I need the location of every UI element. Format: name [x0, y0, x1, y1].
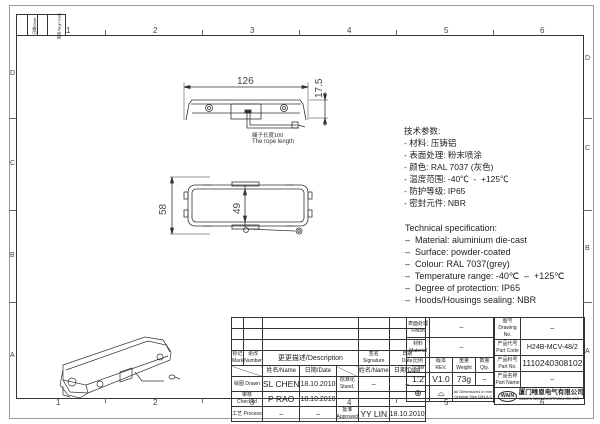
- zone-row-d-right: D: [585, 55, 591, 62]
- process-name: –: [261, 406, 301, 422]
- side-width-dim: 126: [237, 76, 254, 87]
- material-label: 材料 Material: [406, 337, 430, 358]
- spec-en-item: – Material: aluminium die-cast: [405, 235, 528, 245]
- zone-col-3-top: 3: [250, 26, 255, 35]
- zone-col-1-bottom: 1: [56, 398, 61, 407]
- part-properties-table: 表面处理 Finish – 材料 Material – 比例 Scale 版本 …: [406, 317, 494, 402]
- rev-value: V1.0: [429, 372, 453, 386]
- spec-cn-item: - 材料: 压铸铝: [404, 138, 457, 148]
- number-header: 更改 Number: [243, 350, 263, 366]
- projection-symbol-icon: ⊕: [406, 385, 430, 402]
- approved-date: 18.10.2010: [388, 406, 426, 422]
- zone-row-c-left: C: [10, 160, 16, 167]
- drawing-no-value: –: [520, 317, 585, 340]
- part-name-value: –: [520, 371, 585, 388]
- dimension-note: All Dimensions in mm Original Size DIN A…: [452, 385, 494, 402]
- company-logo: WAIN: [498, 390, 518, 402]
- company-block: WAIN 厦门唯恩电气有限公司 XIAMEN WAIN ELECTRICAL C…: [494, 387, 585, 405]
- zone-row-d-left: D: [10, 70, 16, 77]
- spec-en-item: – Degree of protection: IP65: [405, 283, 521, 293]
- projection-cone-icon: ⌓: [429, 385, 453, 402]
- scale-value: 1:2: [406, 372, 430, 386]
- approved-role: 批准 Approved: [335, 406, 359, 422]
- spec-cn-title: 技术参数:: [404, 126, 441, 136]
- finish-value: –: [429, 317, 494, 338]
- stand-name: –: [357, 376, 390, 392]
- company-name-en: XIAMEN WAIN ELECTRICAL CO.,LTD: [518, 397, 580, 401]
- zone-row-c-right: C: [585, 145, 591, 152]
- spec-en-item: – Surface: powder-coated: [405, 247, 511, 257]
- empty-name: [357, 391, 390, 407]
- spec-en-item: – Hoods/Housings sealing: NBR: [405, 295, 537, 305]
- drawn-date: 18.10.2010: [299, 376, 337, 392]
- process-role: 工艺 Process: [231, 406, 263, 422]
- spec-en-item: – Temperature range: -40℃ – +125℃: [405, 271, 565, 281]
- spec-cn-item: - 颜色: RAL 7037 (灰色): [404, 162, 494, 172]
- revision-signature-table: 标记 Mark 更改 Number 更更描述/Description 签名 Si…: [230, 317, 426, 422]
- qty-value: –: [475, 372, 494, 386]
- checked-role: 审核 Checked: [231, 391, 263, 407]
- zone-col-2-top: 2: [153, 26, 158, 35]
- description-header: 更更描述/Description: [261, 350, 359, 366]
- date-col-header: 日期/Date: [299, 365, 337, 377]
- checked-name: P RAO: [261, 391, 301, 407]
- drawing-no-label: 图号 Drawing No.: [494, 317, 521, 340]
- spec-en-item: – Colour: RAL 7037(grey): [405, 259, 510, 269]
- zone-col-5-bottom: 5: [444, 398, 449, 407]
- spec-cn-item: - 温度范围: -40℃ - +125℃: [404, 174, 509, 184]
- zone-row-b-left: B: [10, 252, 15, 259]
- scale-label: 比例 Scale: [406, 357, 430, 373]
- part-no-label: 产品料号 Part No.: [494, 355, 521, 372]
- spec-en-title: Technical specification:: [405, 223, 498, 233]
- spec-cn-item: - 表面处理: 粉末喷涂: [404, 150, 482, 160]
- rope-length-en-label: The rope length: [252, 139, 295, 145]
- signature-header: 签名 Signature: [357, 350, 390, 366]
- zone-col-4-top: 4: [347, 26, 352, 35]
- zone-col-5-top: 5: [444, 26, 449, 35]
- rev-label: 版本 REV.: [429, 357, 453, 373]
- zone-col-1-top: 1: [66, 26, 71, 35]
- mark-header: 标记 Mark: [230, 350, 245, 366]
- rope-length-cn-label: 绳子长度100: [252, 133, 284, 139]
- drawn-name: SL CHEN: [261, 376, 301, 392]
- part-no-value: 1110240308102: [520, 355, 585, 372]
- zone-row-a-left: A: [10, 352, 15, 359]
- material-value: –: [429, 337, 494, 358]
- part-name-label: 产品名称 Part Name: [494, 371, 521, 388]
- approved-name: YY LIN: [357, 406, 390, 422]
- finish-label: 表面处理 Finish: [406, 317, 430, 338]
- drawing-info-table: 图号 Drawing No. – 产品代号 Part Code H24B-MCV…: [494, 317, 585, 405]
- name-header-2: 姓名/Name: [357, 365, 390, 377]
- zone-row-a-right: A: [585, 348, 590, 355]
- zone-col-6-top: 6: [540, 26, 545, 35]
- part-code-label: 产品代号 Part Code: [494, 339, 521, 356]
- empty-role: [335, 391, 359, 407]
- qty-label: 数量 Qty.: [475, 357, 494, 373]
- weight-value: 73g: [452, 372, 476, 386]
- process-date: –: [299, 406, 337, 422]
- spec-cn-item: - 防护等级: IP65: [404, 186, 466, 196]
- part-code-value: H24B-MCV-48/2: [520, 339, 585, 356]
- spec-cn-item: - 密封元件: NBR: [404, 198, 466, 208]
- weight-label: 重量 Weight: [452, 357, 476, 373]
- zone-col-2-bottom: 2: [153, 398, 158, 407]
- stand-role: 标准化 Stand.: [335, 376, 359, 392]
- checked-date: 18.10.2010: [299, 391, 337, 407]
- drawn-role: 绘图 Drawn: [231, 376, 263, 392]
- corner-stamp: 日期/Date 签名/Sign Date: [16, 13, 66, 39]
- name-header: 姓名/Name: [261, 365, 301, 377]
- company-name-cn: 厦门唯恩电气有限公司: [518, 389, 584, 396]
- zone-row-b-right: B: [585, 245, 590, 252]
